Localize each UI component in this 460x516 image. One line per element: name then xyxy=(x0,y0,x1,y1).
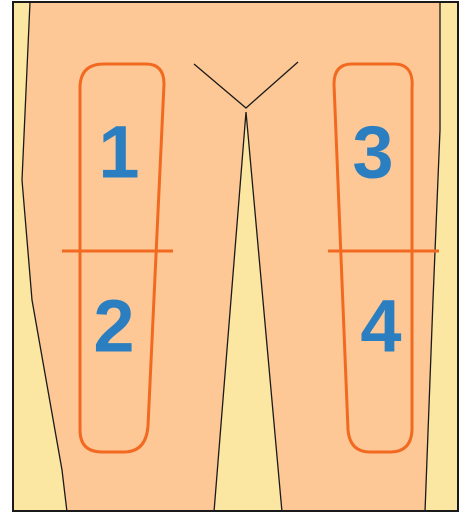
zone-2-number: 2 xyxy=(93,285,134,368)
zone-1-number: 1 xyxy=(98,111,139,194)
zone-3-number: 3 xyxy=(352,111,393,194)
zone-4-number: 4 xyxy=(360,285,401,368)
